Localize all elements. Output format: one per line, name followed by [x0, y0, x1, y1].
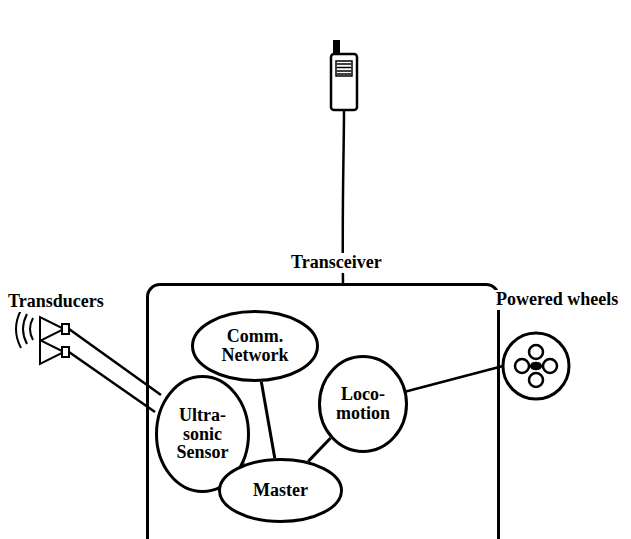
transceiver-icon	[331, 40, 357, 110]
module-link	[261, 382, 274, 458]
module-label: Loco- motion	[336, 385, 390, 423]
device-label: Powered wheels	[494, 290, 620, 310]
device-label: Transceiver	[289, 253, 384, 273]
module-ellipse: Loco- motion	[318, 355, 408, 453]
sound-waves	[16, 310, 33, 348]
module-ellipse: Master	[218, 458, 343, 523]
transducer-symbol	[40, 317, 69, 364]
motor-wire	[404, 366, 503, 392]
module-label: Ultra- sonic Sensor	[176, 406, 228, 463]
module-ellipse: Comm. Network	[191, 310, 319, 382]
module-link	[308, 438, 330, 461]
module-label: Master	[253, 481, 308, 500]
device-label: Transducers	[6, 292, 106, 312]
robot-housing: Comm. NetworkUltra- sonic Sensor Loco- mo…	[146, 283, 500, 539]
module-label: Comm. Network	[222, 327, 289, 365]
sensor-wire	[69, 352, 155, 412]
wheel-symbol	[503, 333, 569, 399]
